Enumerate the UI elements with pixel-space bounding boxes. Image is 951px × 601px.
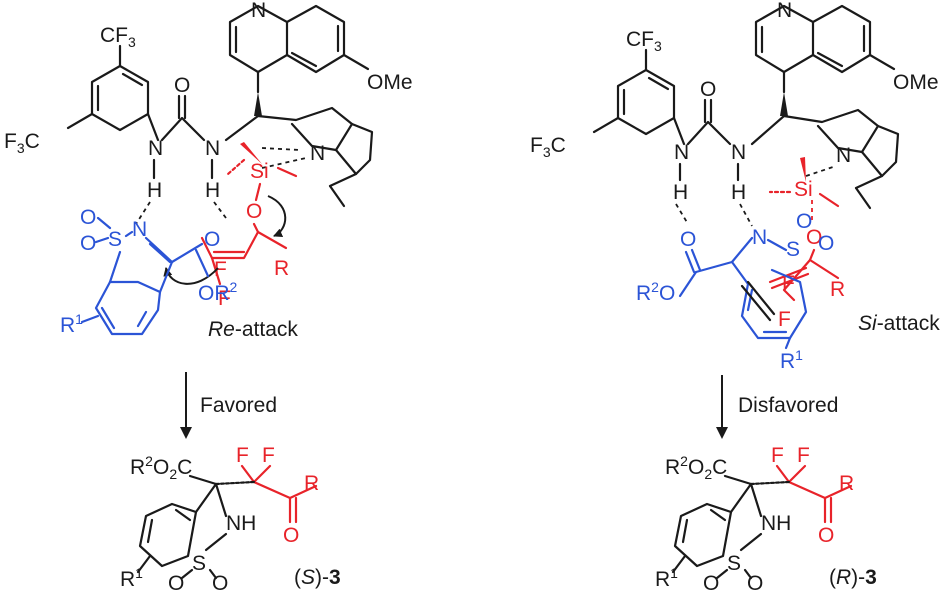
left-quinuclidine-n: N bbox=[310, 142, 325, 165]
left-hbond-2 bbox=[213, 201, 227, 219]
left-ester-o: O bbox=[204, 228, 220, 251]
right-product-r1: R1 bbox=[655, 565, 678, 591]
right-h1: H bbox=[673, 181, 688, 204]
left-product-so1: O bbox=[168, 572, 184, 595]
right-product-r: R bbox=[839, 472, 854, 495]
left-sulfonyl-s: S bbox=[108, 228, 122, 251]
right-imine-n: N bbox=[752, 226, 767, 249]
right-sulfonyl-o2: O bbox=[818, 232, 834, 255]
left-product-ester: R2O2C bbox=[130, 453, 192, 482]
left-sulfonyl-o1: O bbox=[80, 206, 96, 229]
left-urea-o: O bbox=[174, 74, 190, 97]
right-product-ester: R2O2C bbox=[665, 453, 727, 482]
left-si: Si bbox=[250, 160, 269, 183]
left-product-label: (S)-3 bbox=[294, 566, 341, 589]
left-aryl-ring bbox=[66, 44, 160, 142]
left-cf3-left: F3C bbox=[4, 130, 40, 156]
left-urea-backbone bbox=[160, 116, 206, 142]
right-cf3-top: CF3 bbox=[626, 28, 662, 54]
left-curved-arrow-1 bbox=[267, 195, 287, 237]
right-attack-label: Si-attack bbox=[858, 312, 940, 335]
right-ester-o: O bbox=[680, 228, 696, 251]
right-product-f1: F bbox=[771, 444, 784, 467]
right-cf3-left: F3C bbox=[530, 134, 566, 160]
right-aryl-ring bbox=[592, 48, 686, 146]
left-enolate-o: O bbox=[246, 200, 262, 223]
left-r1: R1 bbox=[60, 311, 83, 337]
left-h1: H bbox=[147, 179, 162, 202]
right-urea-o: O bbox=[700, 78, 716, 101]
right-quinuclidine-n: N bbox=[836, 144, 851, 167]
left-urea-n2: N bbox=[205, 137, 220, 160]
left-product-nh: NH bbox=[226, 512, 256, 535]
right-quinoline bbox=[754, 4, 896, 94]
left-product-r1: R1 bbox=[120, 565, 143, 591]
left-arrow-label: Favored bbox=[200, 394, 277, 417]
left-urea-n1: N bbox=[148, 137, 163, 160]
left-imine-n: N bbox=[132, 218, 147, 241]
left-product-s: S bbox=[192, 552, 206, 575]
right-quinoline-n: N bbox=[777, 0, 792, 22]
right-product-nh: NH bbox=[761, 512, 791, 535]
right-r: R bbox=[830, 278, 845, 301]
right-ester-or: R2O bbox=[636, 279, 675, 305]
right-product-so1: O bbox=[703, 572, 719, 595]
right-product-o: O bbox=[818, 524, 834, 547]
right-product-s: S bbox=[727, 552, 741, 575]
left-quinoline bbox=[228, 4, 370, 94]
right-product-label: (R)-3 bbox=[829, 566, 877, 589]
right-urea-n1: N bbox=[674, 141, 689, 164]
left-sulfonyl-o2: O bbox=[80, 232, 96, 255]
left-urea-carbonyl bbox=[177, 94, 187, 120]
right-urea-n2: N bbox=[731, 141, 746, 164]
left-product-o: O bbox=[283, 524, 299, 547]
left-r: R bbox=[274, 257, 289, 280]
right-ome-label: OMe bbox=[893, 71, 939, 94]
right-product-f2: F bbox=[797, 444, 810, 467]
right-sulfonyl-o1: O bbox=[796, 210, 812, 233]
left-product: R2O2C F F R O NH S O O R1 (S)-3 bbox=[120, 444, 341, 595]
left-f2: F bbox=[218, 287, 231, 310]
left-transition-state: N OMe CF3 F3C O N N H H N bbox=[4, 0, 413, 341]
right-f2: F bbox=[778, 308, 791, 331]
right-sulfonyl-s: S bbox=[786, 238, 800, 261]
left-quinoline-n: N bbox=[251, 0, 266, 22]
left-product-r: R bbox=[304, 472, 319, 495]
left-ome-label: OMe bbox=[367, 71, 413, 94]
right-transition-state: N OMe CF3 F3C O N N H H N Si bbox=[530, 0, 940, 373]
right-si: Si bbox=[794, 178, 813, 201]
left-product-f2: F bbox=[262, 444, 275, 467]
left-product-f1: F bbox=[236, 444, 249, 467]
right-h2: H bbox=[731, 181, 746, 204]
left-ester-or: OR2 bbox=[198, 279, 238, 305]
right-r1: R1 bbox=[780, 347, 803, 373]
left-h2: H bbox=[205, 179, 220, 202]
left-cf3-top: CF3 bbox=[100, 24, 136, 50]
right-enolate-o: O bbox=[806, 226, 822, 249]
right-arrow-label: Disfavored bbox=[738, 394, 838, 417]
left-attack-label: Re-attack bbox=[208, 318, 298, 341]
right-product: R2O2C F F R O NH S O O R1 (R)-3 bbox=[655, 444, 877, 595]
